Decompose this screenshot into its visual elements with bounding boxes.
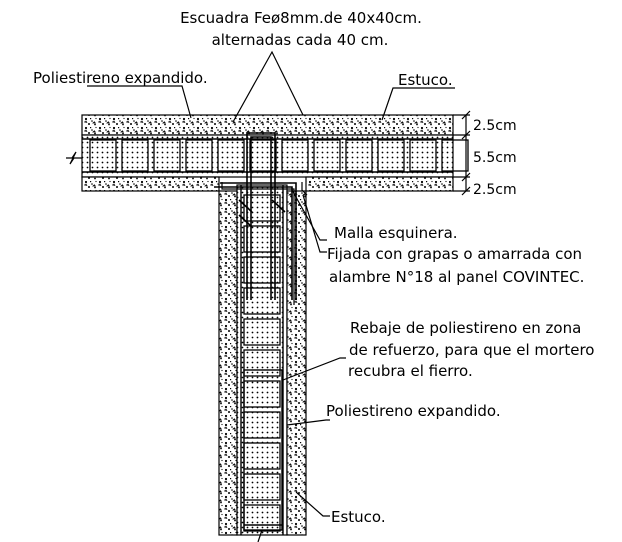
mesh-cell: [217, 139, 245, 172]
dimension-lines: [453, 110, 471, 196]
mesh-cell: [441, 139, 469, 172]
corner-mesh-malla: [221, 182, 308, 305]
mesh-cell: [153, 139, 181, 172]
eps-core-horizontal: [81, 134, 454, 178]
stucco-left-vertical: [218, 190, 238, 536]
mesh-cell: [121, 139, 149, 172]
mesh-cell: [345, 139, 373, 172]
mesh-cell: [281, 139, 309, 172]
eps-core-vertical: [236, 184, 288, 536]
mesh-cell: [409, 139, 437, 172]
mesh-cell: [249, 139, 277, 172]
mesh-cell: [89, 139, 117, 172]
mesh-cell: [243, 225, 281, 253]
mesh-cell: [243, 287, 281, 315]
dimension-middle: 5.5cm: [473, 150, 517, 166]
eps-mid-label: Poliestireno expandido.: [326, 402, 501, 420]
corner-mesh-label: Malla esquinera.: [334, 224, 458, 242]
mesh-fixing-label: Fijada con grapas o amarrada con: [327, 245, 582, 263]
mesh-cell: [243, 256, 281, 284]
break-line-left: [66, 151, 82, 165]
stucco-top-label: Estuco.: [398, 71, 453, 89]
right-rebar-block: [243, 369, 283, 531]
dimension-top: 2.5cm: [473, 118, 517, 134]
rebate-line3: recubra el fierro.: [348, 362, 473, 380]
top-stucco-layer: [81, 114, 454, 136]
mesh-cell: [377, 139, 405, 172]
rebate-line1: Rebaje de poliestireno en zona: [350, 319, 581, 337]
rebate-line2: de refuerzo, para que el mortero: [349, 341, 594, 359]
mesh-cell: [313, 139, 341, 172]
mesh-cell: [185, 139, 213, 172]
dimension-bottom: 2.5cm: [473, 182, 517, 198]
eps-top-label: Poliestireno expandido.: [33, 69, 208, 87]
rebar-spec-label: Escuadra Feø8mm.de 40x40cm.: [180, 9, 422, 27]
corner-rebar-escuadras: [216, 132, 297, 300]
mesh-cell: [243, 318, 281, 346]
rebar-spacing-label: alternadas cada 40 cm.: [212, 31, 389, 49]
mesh-cell: [243, 349, 281, 377]
horizontal-wall-panel: [66, 114, 469, 192]
stucco-bottom-label: Estuco.: [331, 508, 386, 526]
bottom-stucco-layer-left: [81, 176, 220, 192]
vertical-wall-panel: [218, 184, 307, 536]
mesh-wire-label: alambre N°18 al panel COVINTEC.: [329, 268, 584, 286]
leader-lines: [87, 50, 455, 542]
horizontal-mesh-cells: [89, 139, 469, 172]
bottom-stucco-layer-right: [305, 176, 454, 192]
annotation-labels: Escuadra Feø8mm.de 40x40cm. alternadas c…: [33, 9, 594, 526]
